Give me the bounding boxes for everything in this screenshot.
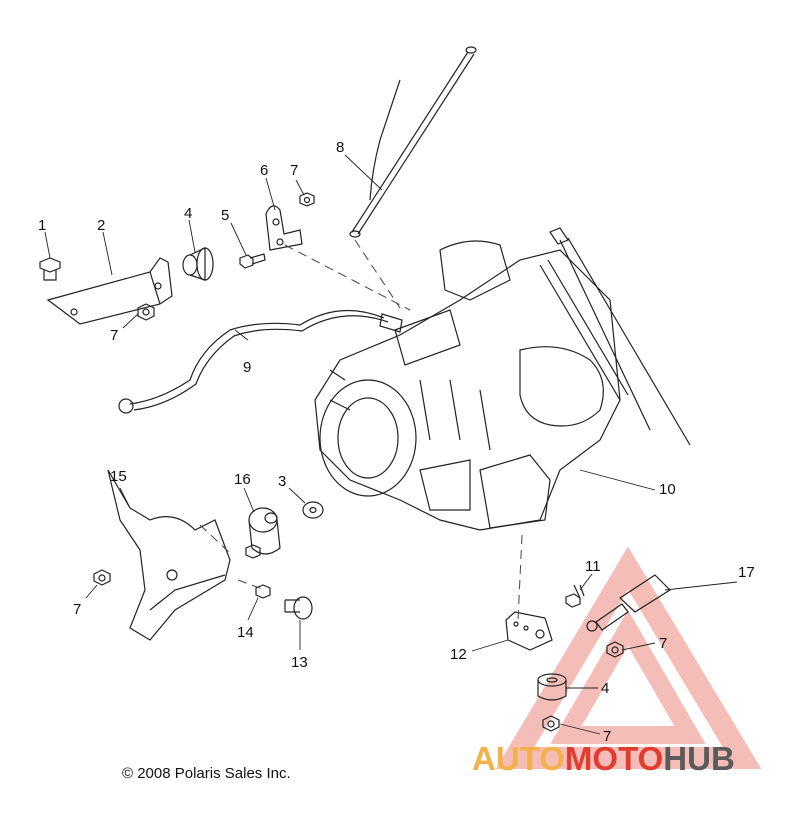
- part-9-cable: [118, 309, 403, 414]
- part-15-bracket: [107, 469, 231, 641]
- callout-4-lower: 4: [601, 680, 609, 697]
- part-4-mount-lower: [537, 673, 567, 701]
- part-5-bolt: [239, 253, 266, 269]
- part-2-bracket: [46, 257, 173, 325]
- callout-11: 11: [585, 558, 601, 575]
- part-4-mount-upper: [182, 247, 214, 281]
- watermark-auto: AUTO: [472, 740, 565, 777]
- callout-15: 15: [110, 468, 127, 485]
- part-10-engine: [314, 227, 691, 531]
- part-7-nut-c: [93, 569, 111, 586]
- part-11-bolt: [565, 584, 585, 608]
- callout-4: 4: [184, 205, 192, 222]
- part-7-nut-a: [137, 303, 155, 321]
- svg-text:AUTOMOTOHUB: AUTOMOTOHUB: [472, 740, 735, 777]
- callout-labels: 1 2 4 5 6 7 8 7 9 10 15 16 3 7 14 13 11 …: [38, 139, 755, 745]
- part-13-bolt: [284, 596, 313, 620]
- part-6-bracket: [265, 205, 303, 251]
- part-17-sensor: [586, 574, 671, 632]
- watermark-logo: [495, 546, 762, 769]
- callout-3: 3: [278, 473, 286, 490]
- callout-7-left-upper: 7: [110, 327, 118, 344]
- callout-14: 14: [237, 624, 254, 641]
- callout-6: 6: [260, 162, 268, 179]
- part-7-nut-d: [606, 641, 624, 658]
- callout-7-top: 7: [290, 162, 298, 179]
- callout-12: 12: [450, 646, 467, 663]
- leader-lines: [44, 154, 738, 735]
- callout-7-right-upper: 7: [659, 635, 667, 652]
- watermark-moto: MOTO: [565, 740, 663, 777]
- watermark-triangle-inner: [550, 610, 706, 744]
- part-12-bracket: [505, 611, 553, 651]
- callout-10: 10: [659, 481, 676, 498]
- callout-17: 17: [738, 564, 755, 581]
- callout-9: 9: [243, 359, 251, 376]
- watermark-wordmark: AUTOMOTOHUB: [472, 740, 735, 777]
- watermark-triangle-outer: [495, 546, 762, 769]
- callout-8: 8: [336, 139, 344, 156]
- watermark-hub: HUB: [663, 740, 735, 777]
- callout-13: 13: [291, 654, 308, 671]
- callout-2: 2: [97, 217, 105, 234]
- part-16-mount: [248, 507, 281, 555]
- assembly-dash-lines: [199, 239, 523, 621]
- callout-5: 5: [221, 207, 229, 224]
- callout-1: 1: [38, 217, 46, 234]
- part-1-bolt: [39, 257, 61, 281]
- part-14-nut: [245, 544, 271, 599]
- callout-7-left-lower: 7: [73, 601, 81, 618]
- part-8-rod: [349, 46, 477, 238]
- part-7-nut-e: [542, 715, 560, 732]
- callout-16: 16: [234, 471, 251, 488]
- copyright-text: © 2008 Polaris Sales Inc.: [122, 765, 291, 782]
- part-7-nut-b: [299, 192, 315, 207]
- part-3-washer: [302, 501, 324, 519]
- callout-7-right-lower: 7: [603, 728, 611, 745]
